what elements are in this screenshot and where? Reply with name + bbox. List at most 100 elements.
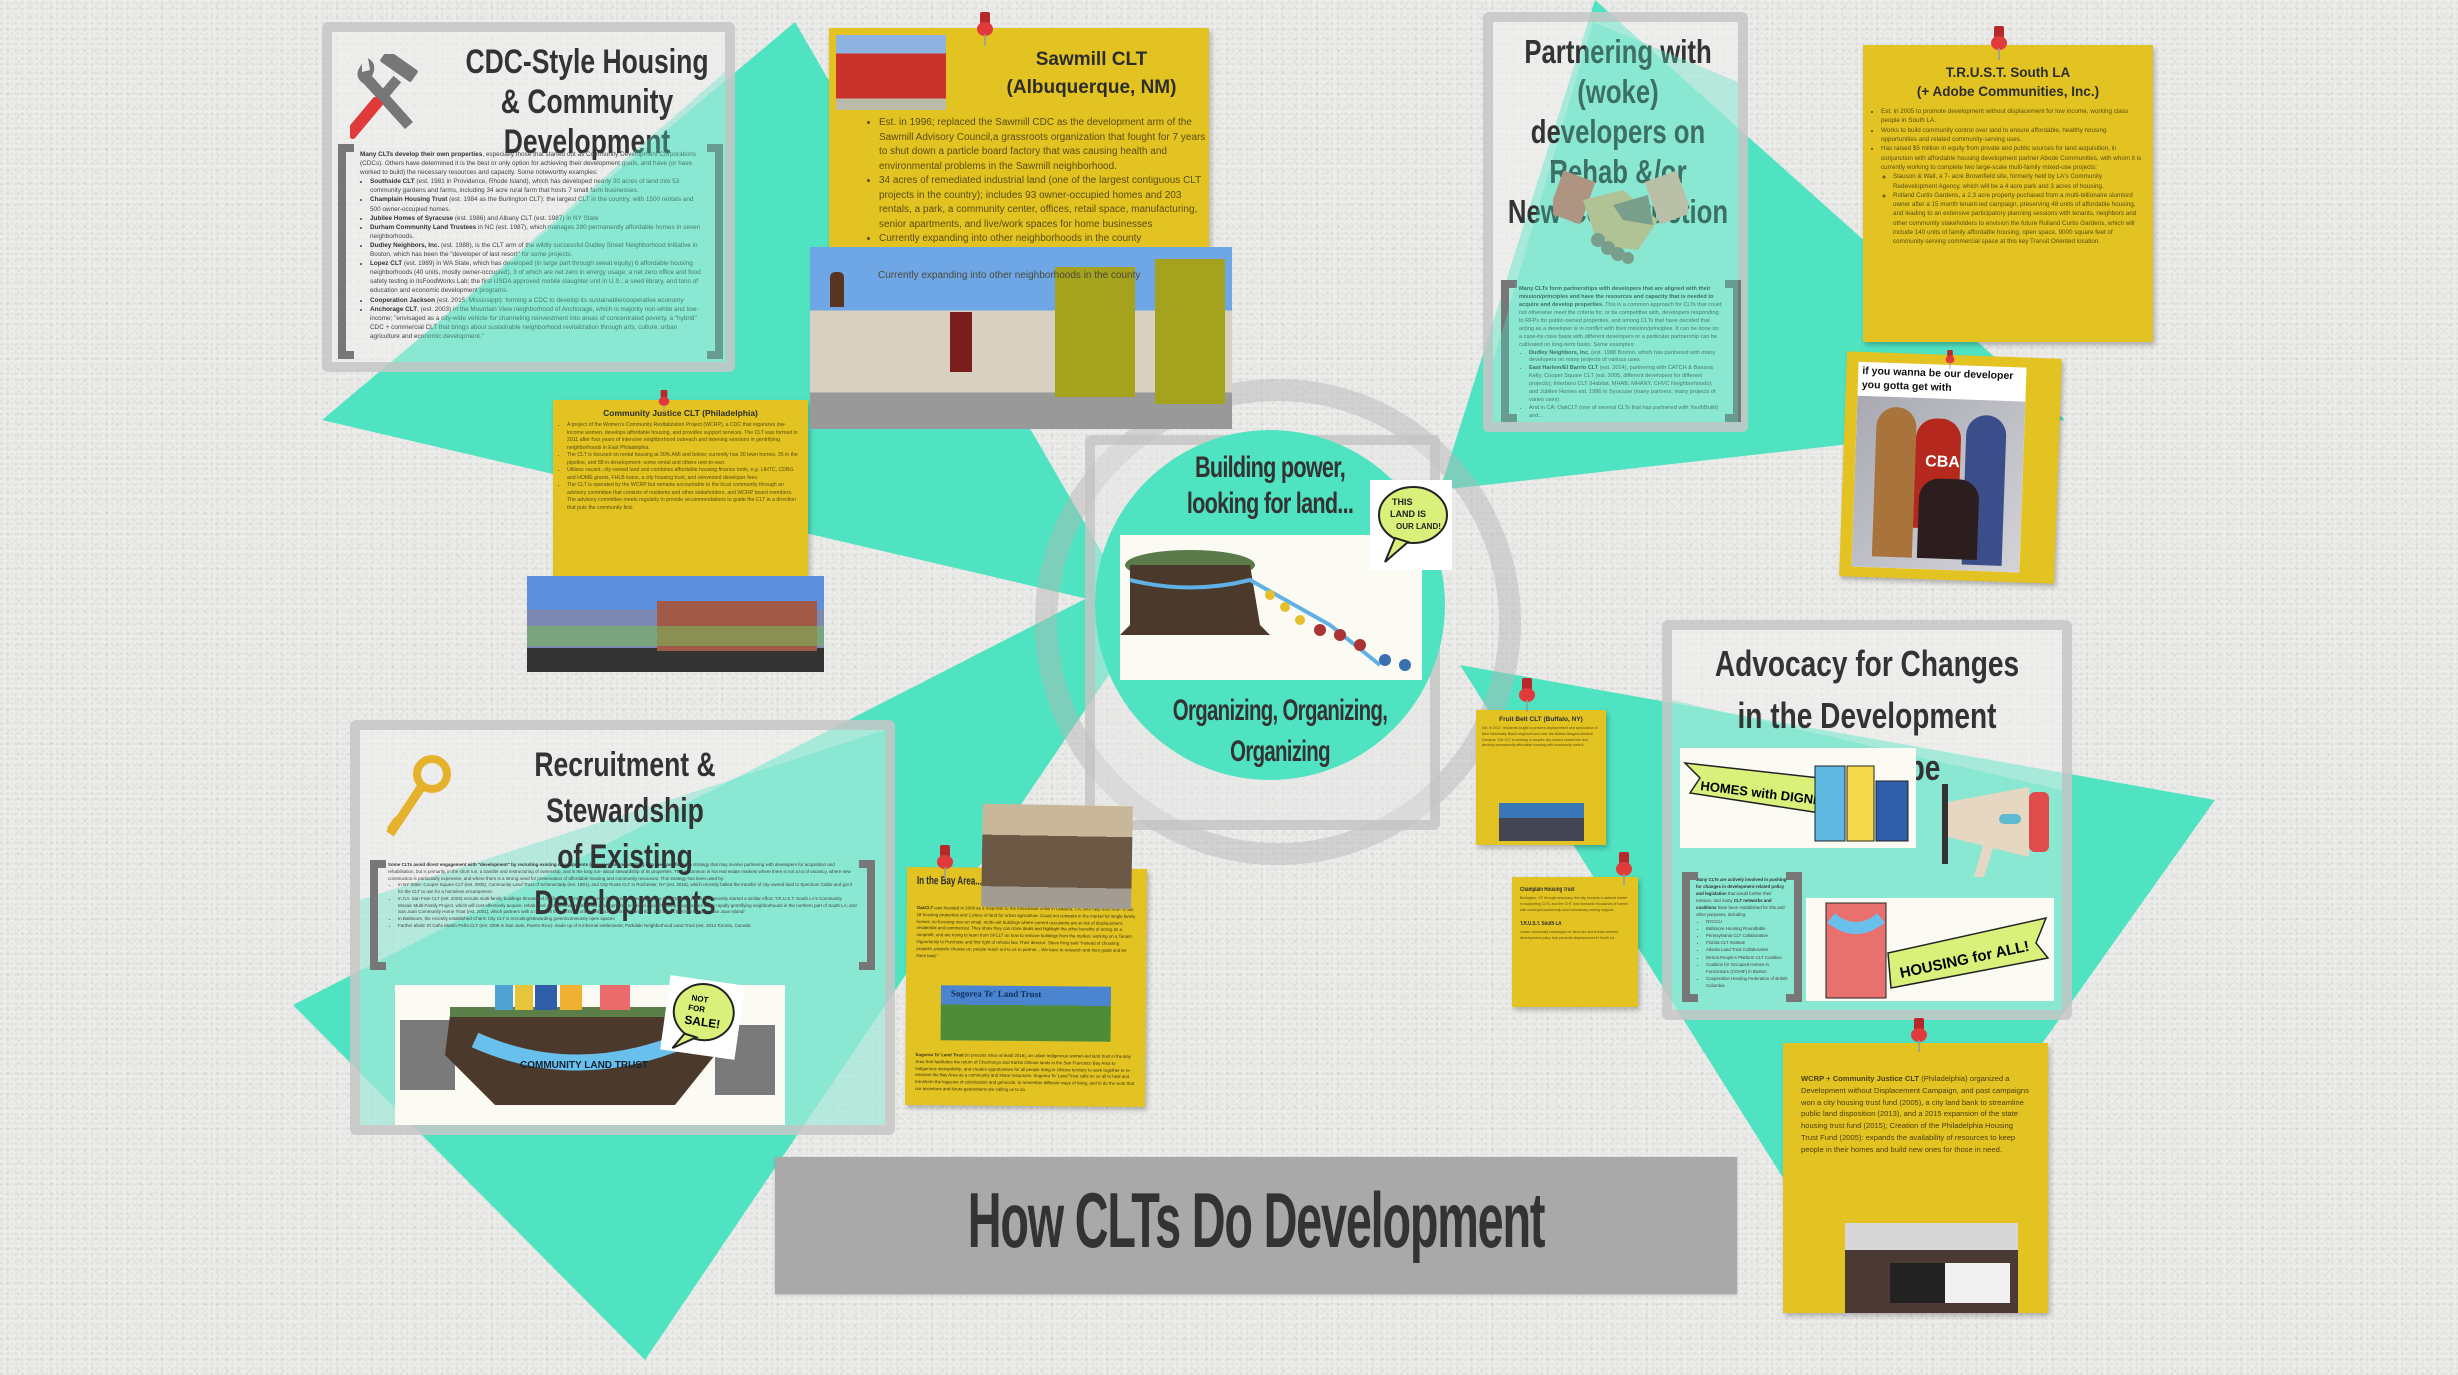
- recruitment-frame[interactable]: Recruitment & Stewardship of Existing De…: [350, 720, 895, 1135]
- list-item: Slauson & Wall, a 7- acre Brownfield sit…: [1893, 172, 2143, 191]
- community-justice-title: Community Justice CLT (Philadelphia): [603, 408, 758, 418]
- list-item: Currently expanding into other neighborh…: [879, 232, 1209, 247]
- cdc-title-line2: & Community Development: [500, 83, 674, 162]
- center-heading: Building power, looking for land...: [1115, 450, 1425, 522]
- recruitment-title-line2: of Existing Developments: [534, 838, 716, 922]
- fruit-belt-title: Fruit Belt CLT (Buffalo, NY): [1499, 716, 1583, 723]
- champlain-title2: T.R.U.S.T. South LA: [1520, 921, 1562, 928]
- community-justice-bullets: A project of the Women's Community Revit…: [561, 422, 800, 512]
- sawmill-last-bullet: Currently expanding into other neighborh…: [878, 270, 1141, 281]
- list-item: Atlanta Land Trust Collaborative: [1706, 946, 1788, 953]
- meme-cba-label: CBA: [1924, 453, 1961, 472]
- center-heading-line2: looking for land...: [1186, 487, 1354, 520]
- list-item: Slauson & Wall, a 7- acre Brownfield sit…: [1881, 172, 2143, 247]
- cdc-title-line1: CDC-Style Housing: [465, 43, 709, 81]
- partnering-intro-bold: Many CLTs form partnerships with develop…: [1519, 286, 1714, 308]
- list-item: The CLT is operated by the WCRP but rema…: [567, 482, 800, 512]
- wrench-hammer-icon: [345, 50, 425, 140]
- sawmill-bullets: Est. in 1996; replaced the Sawmill CDC a…: [869, 116, 1209, 247]
- list-item: Florida CLT Institute: [1706, 939, 1788, 946]
- community-justice-rendering: [527, 576, 824, 672]
- list-item: 34 acres of remediated industrial land (…: [879, 174, 1209, 232]
- cdc-intro: , especially those that started out as C…: [360, 151, 697, 177]
- recruitment-intro: , a strategy that may involve partnering…: [388, 862, 851, 881]
- recruitment-description: Some CLTs avoid direct engagement with "…: [370, 860, 875, 970]
- wcrp-note[interactable]: WCRP + Community Justice CLT (Philadelph…: [1783, 1043, 2048, 1313]
- handshake-icon: [1548, 170, 1692, 265]
- sawmill-note[interactable]: Sawmill CLT (Albuquerque, NM) Est. in 19…: [829, 28, 1209, 256]
- pushpin-icon: [1945, 350, 1955, 369]
- list-item: Champlain Housing Trust (est. 1984 as th…: [370, 195, 701, 213]
- center-ring-outer: [1035, 379, 1521, 865]
- homes-with-dignity-illustration: HOMES with DIGNITY!: [1680, 748, 1916, 848]
- champlain-text2: Leads community campaigns for land use a…: [1520, 930, 1619, 940]
- list-item: Farther afield: El Caño Martín Peña CLT …: [398, 923, 857, 930]
- list-item: In NY State: Cooper Square CLT (est. 200…: [398, 882, 857, 896]
- partnering-description: Many CLTs form partnerships with develop…: [1501, 280, 1741, 422]
- pushpin-icon: [977, 12, 993, 46]
- recruitment-intro-bold: Some CLTs avoid direct engagement with "…: [388, 862, 687, 867]
- advocacy-intro-bold: Many CLTs are actively involved in pushi…: [1696, 877, 1787, 897]
- list-item: The CLT is focused on rental housing at …: [567, 452, 800, 467]
- svg-text:THIS: THIS: [1392, 497, 1413, 507]
- sogorea-te-image-title: Sogorea Te' Land Trust: [950, 988, 1042, 1000]
- trust-title-line2: (+ Adobe Communities, Inc.): [1916, 84, 2100, 99]
- advocacy-frame[interactable]: Advocacy for Changes in the Development …: [1662, 620, 2072, 1020]
- list-item: Baltimore Housing Roundtable: [1706, 925, 1788, 932]
- list-item: In Baltimore, the recently established C…: [398, 916, 857, 923]
- trust-south-la-title: T.R.U.S.T. South LA (+ Adobe Communities…: [1873, 63, 2143, 101]
- center-footer-line2: Organizing: [1230, 735, 1330, 768]
- partnering-frame[interactable]: Partnering with (woke) developers on Reh…: [1483, 12, 1748, 432]
- recruitment-title-line1: Recruitment & Stewardship: [534, 746, 716, 830]
- cdc-style-housing-frame[interactable]: CDC-Style Housing & Community Developmen…: [322, 22, 735, 372]
- champlain-note[interactable]: Champlain Housing Trust Burlington, VT: …: [1512, 877, 1638, 1007]
- list-item: Dudley Neighbors, Inc. (est. 1988 Boston…: [1529, 350, 1723, 366]
- cdc-examples-list: Southside CLT (est. 1981 in Providence, …: [360, 177, 701, 341]
- list-item: Est. in 2005 to promote development with…: [1881, 107, 2143, 126]
- key-icon: [380, 752, 455, 847]
- svg-text:LAND IS: LAND IS: [1390, 509, 1426, 519]
- champlain-text: Burlington, VT: through advocacy, the ci…: [1520, 896, 1629, 912]
- sawmill-apartments-photo: [810, 247, 1232, 429]
- list-item: And in CA: OakCLT (one of several CLTs t…: [1529, 405, 1723, 421]
- recruitment-title: Recruitment & Stewardship of Existing De…: [465, 742, 785, 926]
- sawmill-title-line2: (Albuquerque, NM): [1006, 77, 1177, 98]
- cba-meme-image: if you wanna be our developer you gotta …: [1851, 361, 2027, 573]
- list-item: Jubilee Homes of Syracuse (est. 1986) an…: [370, 214, 701, 223]
- pushpin-icon: [1991, 26, 2007, 60]
- trust-south-la-note[interactable]: T.R.U.S.T. South LA (+ Adobe Communities…: [1863, 45, 2153, 342]
- partnering-examples-list: Dudley Neighbors, Inc. (est. 1988 Boston…: [1519, 350, 1723, 421]
- wcrp-text: WCRP + Community Justice CLT (Philadelph…: [1801, 1074, 2029, 1154]
- presentation-title: How CLTs Do Development: [967, 1176, 1546, 1264]
- fruit-belt-note[interactable]: Fruit Belt CLT (Buffalo, NY) Est. in 201…: [1476, 710, 1606, 845]
- cba-meme-note[interactable]: if you wanna be our developer you gotta …: [1839, 351, 2062, 584]
- presentation-title-bar[interactable]: How CLTs Do Development: [775, 1157, 1737, 1294]
- community-justice-note[interactable]: Community Justice CLT (Philadelphia) A p…: [553, 400, 808, 590]
- list-item: Southside CLT (est. 1981 in Providence, …: [370, 177, 701, 195]
- recruitment-examples-list: In NY State: Cooper Square CLT (est. 200…: [388, 882, 857, 929]
- list-item: Anchorage CLT, (est. 2003) in the Mounta…: [370, 305, 701, 341]
- trust-south-la-bullets: Est. in 2005 to promote development with…: [1873, 107, 2143, 247]
- bay-area-paragraph1: OakCLT was founded in 2009 as a response…: [916, 905, 1136, 959]
- pushpin-icon: [937, 845, 953, 879]
- wcrp-protest-photo: [1845, 1223, 2018, 1313]
- list-item: Has raised $5 million in equity from pri…: [1881, 144, 2143, 172]
- list-item: Works to build community control over la…: [1881, 126, 2143, 145]
- cdc-description: Many CLTs develop their own properties, …: [338, 144, 723, 359]
- speech-bubble-this-land: THIS LAND IS OUR LAND!: [1370, 480, 1452, 570]
- trust-title-line1: T.R.U.S.T. South LA: [1945, 65, 2071, 80]
- champlain-title: Champlain Housing Trust: [1520, 887, 1575, 893]
- list-item: Durham Community Land Trustees in NC (es…: [370, 223, 701, 241]
- list-item: Pennsylvania CLT Collaborative: [1706, 932, 1788, 939]
- list-item: Detroit People's Platform CLT Coalition: [1706, 954, 1788, 961]
- list-item: Est. in 1996; replaced the Sawmill CDC a…: [879, 116, 1209, 174]
- pushpin-icon: [1616, 852, 1632, 886]
- bay-area-paragraph2: Sogorea Te' Land Trust (in process since…: [915, 1052, 1135, 1093]
- sawmill-title-line1: Sawmill CLT: [1035, 49, 1148, 70]
- center-heading-line1: Building power,: [1194, 451, 1346, 484]
- megaphone-icon: [1934, 782, 2054, 882]
- list-item: East Harlem/El Barrio CLT (est. 2014), p…: [1529, 365, 1723, 405]
- partnering-intro: This is a common approach for CLTs that …: [1519, 301, 1722, 348]
- list-item: Coalition for Occupied Homes in Foreclos…: [1706, 961, 1788, 975]
- advocacy-networks-list: NYCCLI Baltimore Housing Roundtable Penn…: [1696, 918, 1788, 988]
